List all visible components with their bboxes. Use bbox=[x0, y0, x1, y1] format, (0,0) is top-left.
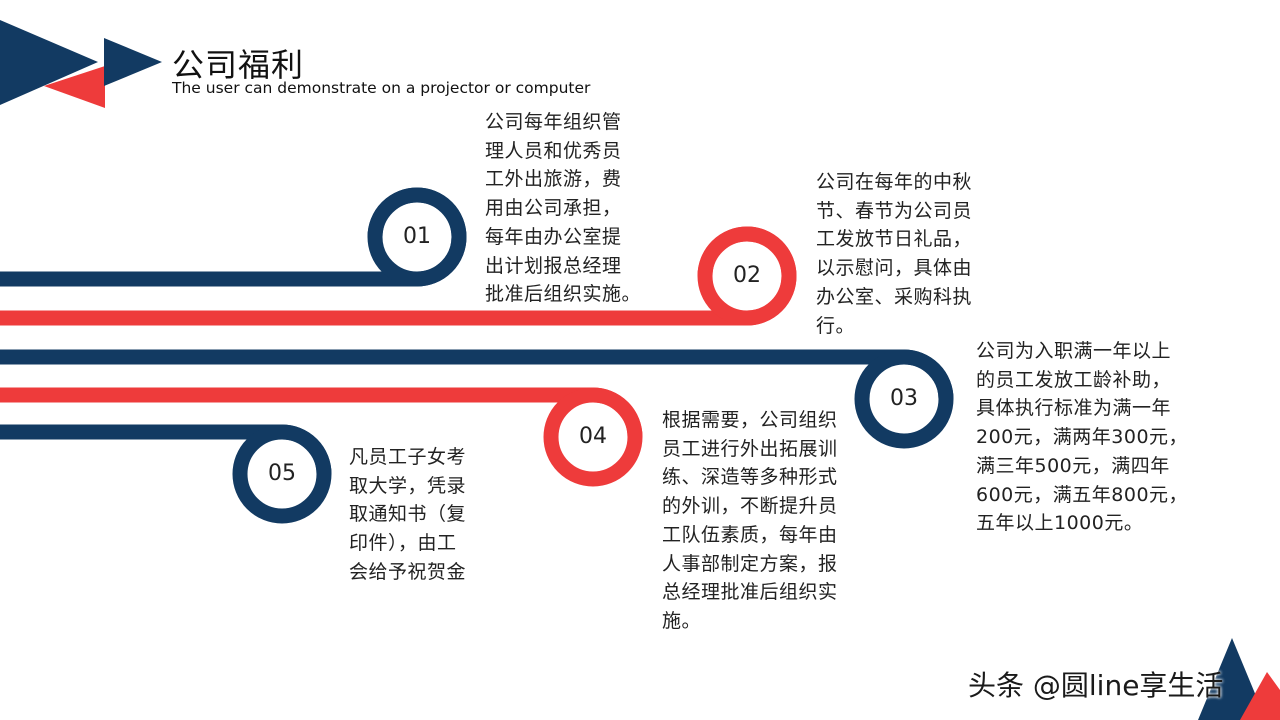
circle-05 bbox=[232, 424, 332, 524]
navy-triangle-large bbox=[0, 20, 98, 105]
step-number-02: 02 bbox=[733, 263, 761, 288]
page-title: 公司福利 bbox=[172, 46, 305, 84]
description-04: 根据需要，公司组织 员工进行外出拓展训 练、深造等多种形式 的外训，不断提升员 … bbox=[662, 409, 838, 632]
step-number-04: 04 bbox=[579, 424, 607, 449]
page-subtitle: The user can demonstrate on a projector … bbox=[172, 79, 591, 97]
circle-02 bbox=[697, 226, 797, 326]
description-02: 公司在每年的中秋 节、春节为公司员 工发放节日礼品， 以示慰问，具体由 办公室、… bbox=[816, 171, 973, 337]
step-number-01: 01 bbox=[403, 224, 431, 249]
red-triangle bbox=[44, 66, 105, 108]
corner-decoration-top-left bbox=[0, 20, 162, 108]
watermark: 头条 @圆line享生活 bbox=[968, 669, 1224, 702]
circle-03 bbox=[854, 349, 954, 449]
description-01: 公司每年组织管 理人员和优秀员 工外出旅游，费 用由公司承担， 每年由办公室提 … bbox=[485, 111, 642, 306]
step-number-03: 03 bbox=[890, 386, 918, 411]
description-05: 凡员工子女考 取大学，凭录 取通知书（复 印件），由工 会给予祝贺金 bbox=[349, 446, 467, 583]
navy-triangle-small bbox=[104, 38, 162, 86]
circle-04 bbox=[543, 387, 643, 487]
step-number-05: 05 bbox=[268, 461, 296, 486]
circle-01 bbox=[367, 187, 467, 287]
description-03: 公司为入职满一年以上 的员工发放工龄补助， 具体执行标准为满一年 200元，满两… bbox=[976, 340, 1189, 535]
